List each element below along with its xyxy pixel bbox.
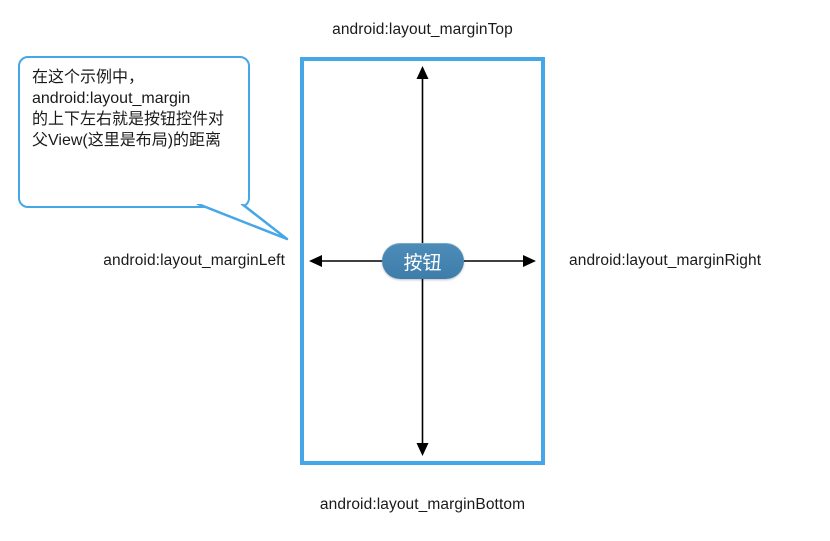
callout-bubble: 在这个示例中， android:layout_margin 的上下左右就是按钮控… — [18, 56, 250, 208]
label-margin-right: android:layout_marginRight — [569, 252, 762, 269]
button-view: 按钮 — [381, 243, 464, 279]
label-margin-left: android:layout_marginLeft — [103, 252, 285, 269]
label-margin-top: android:layout_marginTop — [332, 21, 513, 38]
parent-view-rect: 按钮 — [300, 57, 545, 465]
label-margin-bottom: android:layout_marginBottom — [319, 496, 526, 513]
callout-text: 在这个示例中， android:layout_margin 的上下左右就是按钮控… — [32, 69, 225, 150]
callout-tail — [196, 204, 289, 241]
